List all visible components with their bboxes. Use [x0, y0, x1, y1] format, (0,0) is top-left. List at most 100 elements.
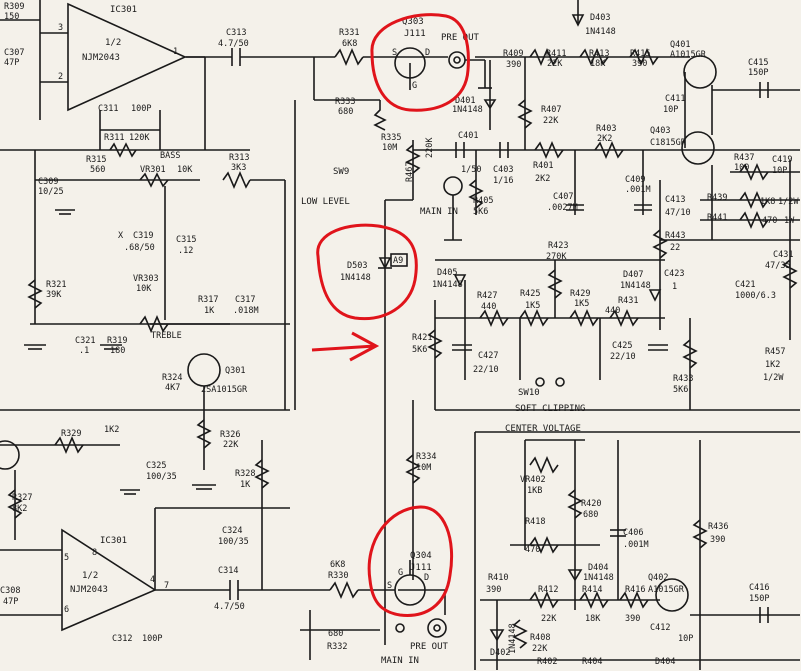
r433-ref: R433 [673, 374, 693, 384]
treble-label: TREBLE [151, 331, 182, 341]
c409-ref: C409 [625, 175, 645, 185]
annotation-circle-q303 [370, 13, 470, 112]
d401-ref: D401 [455, 96, 475, 106]
d405-part: 1N4148 [432, 280, 463, 290]
r315-val: 560 [90, 165, 105, 175]
r415-val: 390 [632, 59, 647, 69]
r423-ref: R423 [548, 241, 568, 251]
r317-val: 1K [204, 306, 215, 316]
r313-val: 3K3 [231, 163, 246, 173]
q402-part: A1015GR [648, 585, 685, 595]
c307-val: 47P [4, 58, 19, 68]
r416-ref: R416 [625, 585, 645, 595]
c413-val: 47/10 [665, 208, 691, 218]
r404-ref: R404 [582, 657, 602, 667]
r405-ref: R405 [473, 196, 493, 206]
r441-ref: R441 [707, 213, 727, 223]
r335-ref: R335 [381, 133, 401, 143]
ic-bot-pin8: 8 [92, 548, 97, 558]
r410-val: 390 [486, 585, 501, 595]
r309-val: 150 [4, 12, 19, 22]
c314-ref: C314 [218, 566, 238, 576]
annotation-arrow [311, 331, 380, 362]
r415-ref: R415 [630, 49, 650, 59]
r328-ref: R328 [235, 469, 255, 479]
r317-ref: R317 [198, 295, 218, 305]
vr301-val: 10K [177, 165, 193, 175]
r441-val: 470 [762, 216, 777, 226]
r420-val: 680 [583, 510, 598, 520]
r327-val: 8K2 [12, 504, 27, 514]
c407-ref: C407 [553, 192, 573, 202]
r439-ref: R439 [707, 193, 727, 203]
c321-ref: C321 [75, 336, 95, 346]
r443-val: 22 [670, 243, 680, 253]
r330-ref: R330 [328, 571, 348, 581]
c312-ref: C312 [112, 634, 132, 644]
c406-ref: C406 [623, 528, 643, 538]
q301-ref: Q301 [225, 366, 245, 376]
r439-val: 1K8 [760, 197, 775, 207]
q304-ref: Q304 [410, 551, 432, 561]
c319-val: .68/50 [124, 243, 155, 253]
r413-ref: R413 [589, 49, 609, 59]
c427-val: 22/10 [473, 365, 499, 375]
d407-ref: D407 [623, 270, 643, 280]
c416-val: 150P [749, 594, 769, 604]
r412-val: 22K [541, 614, 557, 624]
r329-ref: R329 [61, 429, 81, 439]
q304-d: D [424, 573, 429, 583]
r433-val: 5K6 [673, 385, 688, 395]
r421-val: 5K6 [412, 345, 427, 355]
r411-ref: R411 [546, 49, 566, 59]
d403-ref: D403 [590, 13, 610, 23]
pre-out-bot-label: PRE OUT [410, 642, 449, 652]
r457-val: 1K2 [765, 360, 780, 370]
c319-ref: C319 [133, 231, 153, 241]
c317-ref: C317 [235, 295, 255, 305]
c423-val: 1 [672, 282, 677, 292]
q401-ref: Q401 [670, 40, 690, 50]
c324-val: 100/35 [218, 537, 249, 547]
c421-val: 1000/6.3 [735, 291, 776, 301]
c412-val: 10P [678, 634, 693, 644]
r425-ref: R425 [520, 289, 540, 299]
r409-ref: R409 [503, 49, 523, 59]
q403-ref: Q403 [650, 126, 670, 136]
ic-bot-frac: 1/2 [82, 571, 98, 581]
c415-ref: C415 [748, 58, 768, 68]
c403-val: 1/16 [493, 176, 513, 186]
c419-val: 10P [772, 166, 787, 176]
r401-ref: R401 [533, 161, 553, 171]
r423-val: 270K [546, 252, 567, 262]
r405-val: 5K6 [473, 207, 488, 217]
vr301-ref: VR301 [140, 165, 166, 175]
c325-val: 100/35 [146, 472, 177, 482]
q303-s: S [392, 48, 397, 58]
q402-ref: Q402 [648, 573, 668, 583]
r420-ref: R420 [581, 499, 601, 509]
r324-val: 4K7 [165, 383, 180, 393]
c315-val: .12 [178, 246, 193, 256]
r410-ref: R410 [488, 573, 508, 583]
vr402-val: 1KB [527, 486, 542, 496]
r457-ref: R457 [765, 347, 785, 357]
c427-ref: C427 [478, 351, 498, 361]
c419-ref: C419 [772, 155, 792, 165]
r332-val: 680 [328, 629, 343, 639]
r331-ref: R331 [339, 28, 359, 38]
d403-part: 1N4148 [585, 27, 616, 37]
ic-top-pin3: 3 [58, 23, 63, 33]
r408-ref: R408 [530, 633, 550, 643]
r431-ref: R431 [618, 296, 638, 306]
c314-val: 4.7/50 [214, 602, 245, 612]
c311-val: 100P [131, 104, 151, 114]
r327-ref: R327 [12, 493, 32, 503]
r421-ref: R421 [412, 333, 432, 343]
q303-d: D [425, 48, 430, 58]
r437-ref: R437 [734, 153, 754, 163]
d402-part: 1N4148 [508, 623, 518, 654]
ic-bot-ref: IC301 [100, 536, 127, 546]
r467-val: 220K [425, 137, 435, 158]
